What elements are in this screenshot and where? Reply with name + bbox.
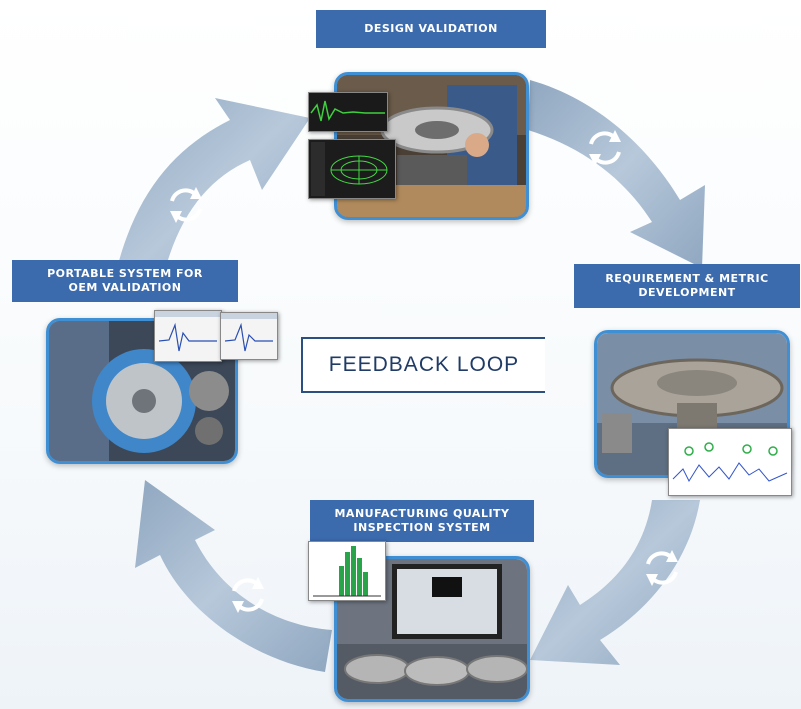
waveform-screen-thumbnail <box>308 92 388 132</box>
stage-label-line: OEM VALIDATION <box>68 281 182 294</box>
stage-label-requirement: REQUIREMENT & METRIC DEVELOPMENT <box>574 264 800 308</box>
chart-screen-thumbnail <box>154 310 222 362</box>
refresh-cycle-icon <box>589 130 621 166</box>
feedback-loop-text: FEEDBACK LOOP <box>328 353 520 376</box>
stage-label-line: MANUFACTURING QUALITY <box>334 507 510 520</box>
stage-label-line: PORTABLE SYSTEM FOR <box>47 267 203 280</box>
stage-label-manufacturing: MANUFACTURING QUALITY INSPECTION SYSTEM <box>310 500 534 542</box>
stage-label-line: DEVELOPMENT <box>638 286 736 299</box>
portable-system-photo <box>46 318 238 464</box>
stage-label-design: DESIGN VALIDATION <box>316 10 546 48</box>
arrow-requirement-to-manufacturing <box>530 500 700 665</box>
stage-label-line: DESIGN VALIDATION <box>364 22 498 35</box>
refresh-cycle-icon <box>646 550 678 586</box>
refresh-cycle-icon <box>232 577 264 613</box>
stage-label-portable: PORTABLE SYSTEM FOR OEM VALIDATION <box>12 260 238 302</box>
histogram-screen-thumbnail <box>308 541 386 601</box>
arrow-portable-to-design <box>112 98 310 290</box>
arrow-manufacturing-to-portable <box>135 480 332 672</box>
stage-label-line: INSPECTION SYSTEM <box>353 521 491 534</box>
stage-label-line: REQUIREMENT & METRIC <box>605 272 769 285</box>
refresh-cycle-icon <box>170 187 202 223</box>
chart-screen-thumbnail <box>220 312 278 360</box>
mesh-screen-thumbnail <box>308 139 396 199</box>
feedback-loop-title: FEEDBACK LOOP <box>301 337 545 393</box>
arrow-design-to-requirement <box>528 80 705 268</box>
metric-plot-thumbnail <box>668 428 792 496</box>
